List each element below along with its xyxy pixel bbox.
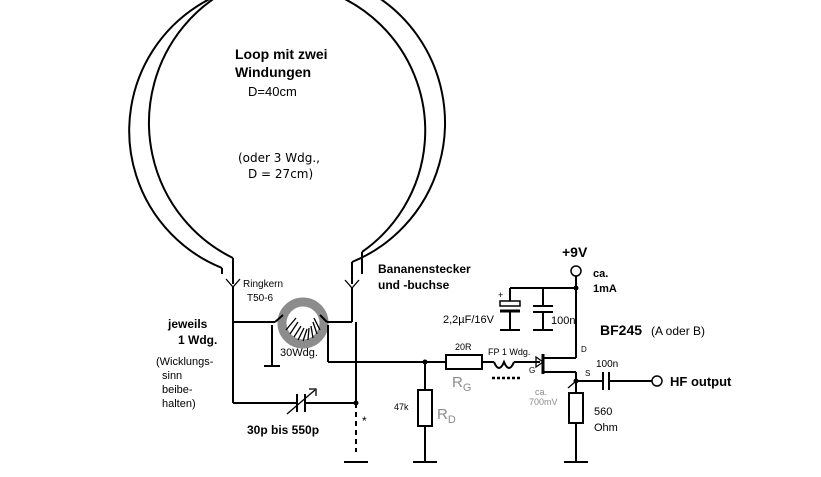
decoupling-value: 100n — [551, 315, 575, 327]
rd-label: RD — [437, 406, 456, 426]
loop-title-line2: Windungen — [235, 64, 311, 80]
trimmer-note-star: * — [362, 414, 367, 428]
ferrite-label: FP 1 Wdg. — [488, 347, 530, 357]
fet-variant: (A oder B) — [651, 324, 705, 338]
toroid-label-line2: T50-6 — [247, 293, 274, 304]
loop-diameter: D=40cm — [248, 84, 297, 99]
loop-title-line1: Loop mit zwei — [235, 46, 328, 62]
winding-sense-line2: sinn — [162, 370, 182, 382]
elko-value: 2,2µF/16V — [443, 314, 495, 326]
variable-capacitor — [286, 388, 317, 415]
loop-alt-line1: (oder 3 Wdg., — [238, 151, 320, 165]
fet-pin-s: S — [585, 369, 590, 378]
toroid-label-line1: Ringkern — [243, 279, 283, 290]
fet-bf245 — [535, 354, 576, 374]
source-voltage-line1: ca. — [535, 387, 547, 397]
resistor-rg — [445, 354, 483, 370]
supply-voltage: +9V — [562, 244, 588, 260]
toroid-core — [277, 297, 329, 349]
banana-label-line2: und -buchse — [378, 278, 450, 292]
hf-output-terminal — [651, 375, 663, 387]
source-voltage-line2: 700mV — [529, 397, 558, 407]
resistor-source — [568, 392, 584, 424]
fet-type: BF245 — [600, 322, 642, 338]
elko-plus: + — [498, 290, 503, 300]
rd-value: 47k — [394, 402, 409, 412]
fet-pin-d: D — [581, 345, 587, 354]
fet-pin-g: G — [529, 366, 535, 375]
ferrite-bead — [492, 359, 520, 380]
trimmer-value: 30p bis 550p — [247, 423, 319, 437]
output-capacitor — [602, 372, 610, 390]
decoupling-capacitor — [533, 305, 553, 313]
elko-capacitor — [499, 300, 521, 313]
winding-sense-line4: halten) — [162, 398, 196, 410]
loop-antenna — [128, 0, 446, 284]
loop-alt-line2: D = 27cm) — [248, 167, 313, 181]
resistor-rd — [417, 389, 433, 427]
output-cap-value: 100n — [596, 359, 618, 370]
rs-value-line2: Ohm — [594, 422, 618, 434]
supply-terminal — [570, 265, 582, 277]
hf-output-label: HF output — [670, 374, 732, 389]
banana-label-line1: Bananenstecker — [378, 262, 471, 276]
each-label-line1: jeweils — [167, 317, 208, 331]
winding-sense-line1: (Wicklungs- — [156, 356, 214, 368]
toroid-winding-label: 30Wdg. — [280, 347, 318, 359]
supply-current-line1: ca. — [593, 268, 608, 280]
rg-label: RG — [452, 374, 471, 394]
each-label-line2: 1 Wdg. — [178, 333, 217, 347]
supply-current-line2: 1mA — [593, 283, 617, 295]
rg-value: 20R — [455, 342, 472, 352]
winding-sense-line3: beibe- — [162, 384, 193, 396]
rs-value-line1: 560 — [594, 406, 612, 418]
